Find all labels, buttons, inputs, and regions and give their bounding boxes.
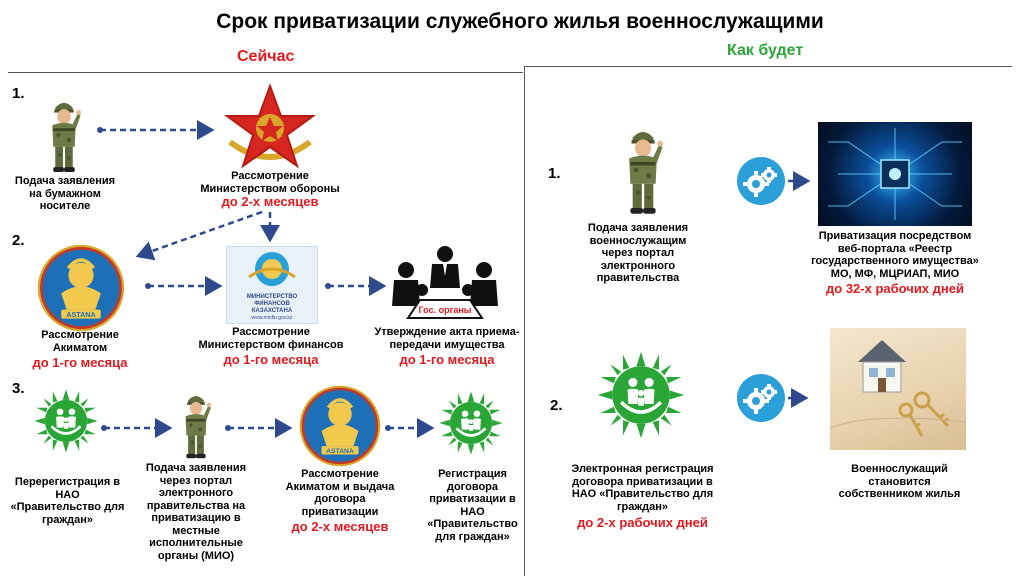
- right-r2-step2-caption: Военнослужащий становится собственником …: [838, 463, 961, 500]
- minfin-logo-line-2: ФИНАНСОВ: [254, 301, 290, 307]
- left-r2-step1-caption: Рассмотрение Акиматом: [41, 329, 119, 354]
- right-step-number-2: 2.: [550, 397, 563, 414]
- meeting-icon: [392, 246, 498, 319]
- minfin-logo-line-1: МИНИСТЕРСТВО: [246, 294, 298, 300]
- header-will: Как будет: [727, 42, 804, 59]
- right-r2-step1-caption: Электронная регистрация договора привати…: [571, 463, 714, 513]
- left-r3-step3-deadline: до 2-х месяцев: [291, 519, 389, 534]
- header-rule-right: [524, 66, 1012, 67]
- left-step-number-2: 2.: [12, 232, 25, 249]
- left-r2-step3-deadline: до 1-го месяца: [399, 352, 495, 367]
- army-star-emblem-icon: [223, 83, 317, 169]
- left-r3-step1-caption: Перерегистрация в НАО «Правительство для…: [10, 476, 125, 526]
- left-step-number-1: 1.: [12, 85, 25, 102]
- house-keys-image: [830, 328, 966, 450]
- left-r2-step2-caption: Рассмотрение Министерством финансов: [198, 326, 344, 351]
- left-r2-step1-deadline: до 1-го месяца: [32, 355, 128, 370]
- left-r3-step4-caption: Регистрация договора приватизации в НАО …: [427, 468, 518, 543]
- left-step-number-3: 3.: [12, 380, 25, 397]
- minfin-logo-icon: МИНИСТЕРСТВО ФИНАНСОВ КАЗАХСТАНА www.min…: [226, 246, 318, 324]
- right-r1-step2-caption: Приватизация посредством веб-портала «Ре…: [811, 230, 979, 280]
- tech-chip-image: [818, 122, 972, 226]
- column-divider: [524, 66, 525, 576]
- right-step-number-1: 1.: [548, 165, 561, 182]
- header-now: Сейчас: [237, 48, 295, 65]
- left-r2-step3-caption: Утверждение акта приема-передачи имущест…: [374, 326, 520, 351]
- right-r1-step2-deadline: до 32-х рабочих дней: [826, 281, 964, 296]
- arrow-l1-diag: [135, 210, 263, 261]
- meeting-table-label: Гос. органы: [418, 305, 472, 315]
- left-r3-step3-caption: Рассмотрение Акиматом и выдача договора …: [285, 468, 395, 518]
- right-r1-step1-caption: Подача заявления военнослужащим через по…: [587, 222, 689, 284]
- minfin-logo-line-3: КАЗАХСТАНА: [251, 308, 293, 314]
- left-r1-step2-deadline: до 2-х месяцев: [221, 194, 319, 209]
- left-r1-step2-caption: Рассмотрение Министерством обороны: [200, 170, 340, 195]
- right-r2-step1-deadline: до 2-х рабочих дней: [577, 515, 708, 530]
- left-r2-step2-deadline: до 1-го месяца: [223, 352, 319, 367]
- left-r3-step2-caption: Подача заявления через портал электронно…: [145, 462, 247, 562]
- page-title: Срок приватизации служебного жилья военн…: [216, 10, 824, 33]
- left-r1-step1-caption: Подача заявления на бумажном носителе: [14, 175, 116, 212]
- header-rule-left: [8, 72, 523, 73]
- minfin-logo-url: www.minfin.gov.kz: [251, 315, 293, 321]
